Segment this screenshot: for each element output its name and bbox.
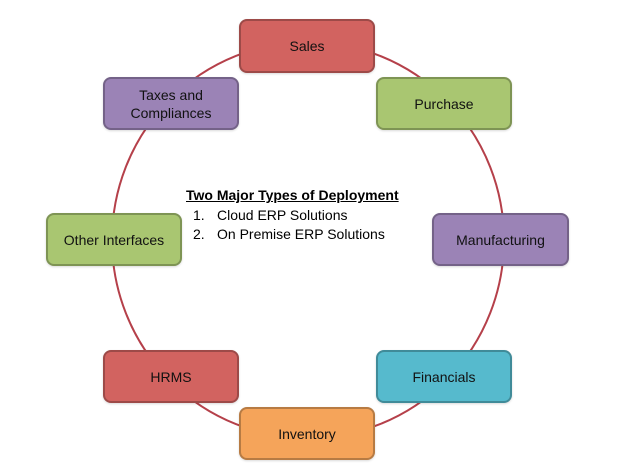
sales-label: Sales <box>289 38 325 54</box>
deployment-type-text: Cloud ERP Solutions <box>217 207 348 223</box>
financials-label: Financials <box>412 368 476 385</box>
financials-node: Financials <box>376 350 512 403</box>
manufacturing-label: Manufacturing <box>456 231 545 248</box>
other-interfaces-label: Other Interfaces <box>63 231 165 248</box>
taxes-and-compliances-node: Taxes and Compliances <box>103 77 239 130</box>
deployment-types-text: Two Major Types of Deployment 1. Cloud ER… <box>186 186 436 244</box>
deployment-type-number: 1. <box>193 207 205 223</box>
deployment-type-item: 1. Cloud ERP Solutions <box>186 206 436 225</box>
deployment-type-item: 2. On Premise ERP Solutions <box>186 225 436 244</box>
hrms-node: HRMS <box>103 350 239 403</box>
hrms-label: HRMS <box>150 368 192 385</box>
deployment-type-number: 2. <box>193 226 205 242</box>
purchase-node: Purchase <box>376 77 512 130</box>
deployment-type-text: On Premise ERP Solutions <box>217 226 385 242</box>
manufacturing-node: Manufacturing <box>432 213 569 266</box>
purchase-label: Purchase <box>414 95 474 112</box>
inventory-label: Inventory <box>278 425 336 442</box>
inventory-node: Inventory <box>239 407 375 460</box>
other-interfaces-node: Other Interfaces <box>46 213 182 266</box>
deployment-types-title: Two Major Types of Deployment <box>186 187 399 203</box>
taxes-and-compliances-label: Taxes and Compliances <box>130 86 212 121</box>
sales-node: Sales <box>239 19 375 73</box>
